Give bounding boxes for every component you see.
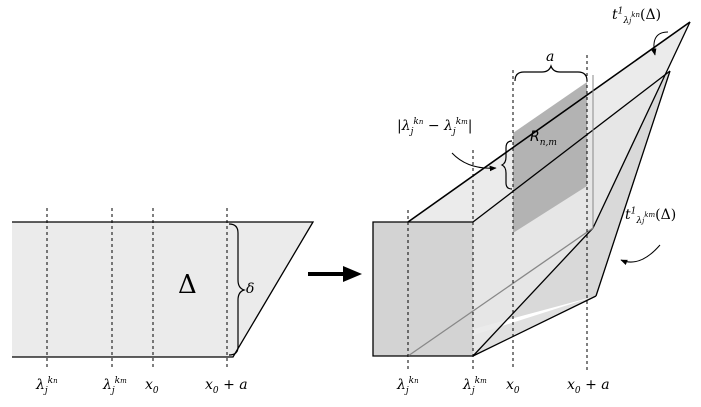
right-figure <box>372 21 691 370</box>
lower-map-arrow <box>620 244 661 266</box>
inner-gray-edge <box>407 227 594 357</box>
delta-region-label: Δ <box>178 270 197 300</box>
upper-top-edge <box>407 21 691 223</box>
left-figure <box>12 208 315 370</box>
lower-map-label: t1λjkm(Δ) <box>625 206 677 226</box>
width-label: a <box>546 49 555 65</box>
difference-arrow <box>451 152 497 172</box>
upper-map-arrow <box>650 31 669 56</box>
right-tick-x0-plus-a: x0 + a <box>567 377 610 396</box>
delta-height-label: δ <box>246 281 255 297</box>
upper-bottom-edge <box>472 227 594 357</box>
right-tick-lambda-kn: λjkn <box>397 376 419 396</box>
delta-brace <box>228 223 246 356</box>
lower-right-edge <box>595 70 671 297</box>
delta-top-edge <box>12 221 315 358</box>
right-tick-lambda-km: λjkm <box>463 376 487 396</box>
difference-brace <box>500 140 513 190</box>
right-tick-x0: x0 <box>506 377 520 396</box>
upper-map-label: t1λjkn(Δ) <box>612 6 662 26</box>
upper-right-edge <box>592 21 691 229</box>
front-box <box>373 222 473 356</box>
region-r-nm-label: Rn,m <box>530 129 557 148</box>
box-top-right-edge <box>472 70 671 223</box>
difference-label: |λjkn − λjkm| <box>397 117 473 137</box>
left-tick-lambda-km: λjkm <box>103 376 127 396</box>
left-tick-x0: x0 <box>145 377 159 396</box>
front-box-outline <box>372 221 473 357</box>
left-tick-lambda-kn: λjkn <box>36 376 58 396</box>
delta-region <box>12 222 313 357</box>
lower-bottom-edge <box>472 295 597 357</box>
width-brace <box>514 64 588 82</box>
transition-arrow <box>308 266 362 282</box>
left-tick-x0-plus-a: x0 + a <box>205 377 248 396</box>
region-r-nm <box>513 82 587 233</box>
